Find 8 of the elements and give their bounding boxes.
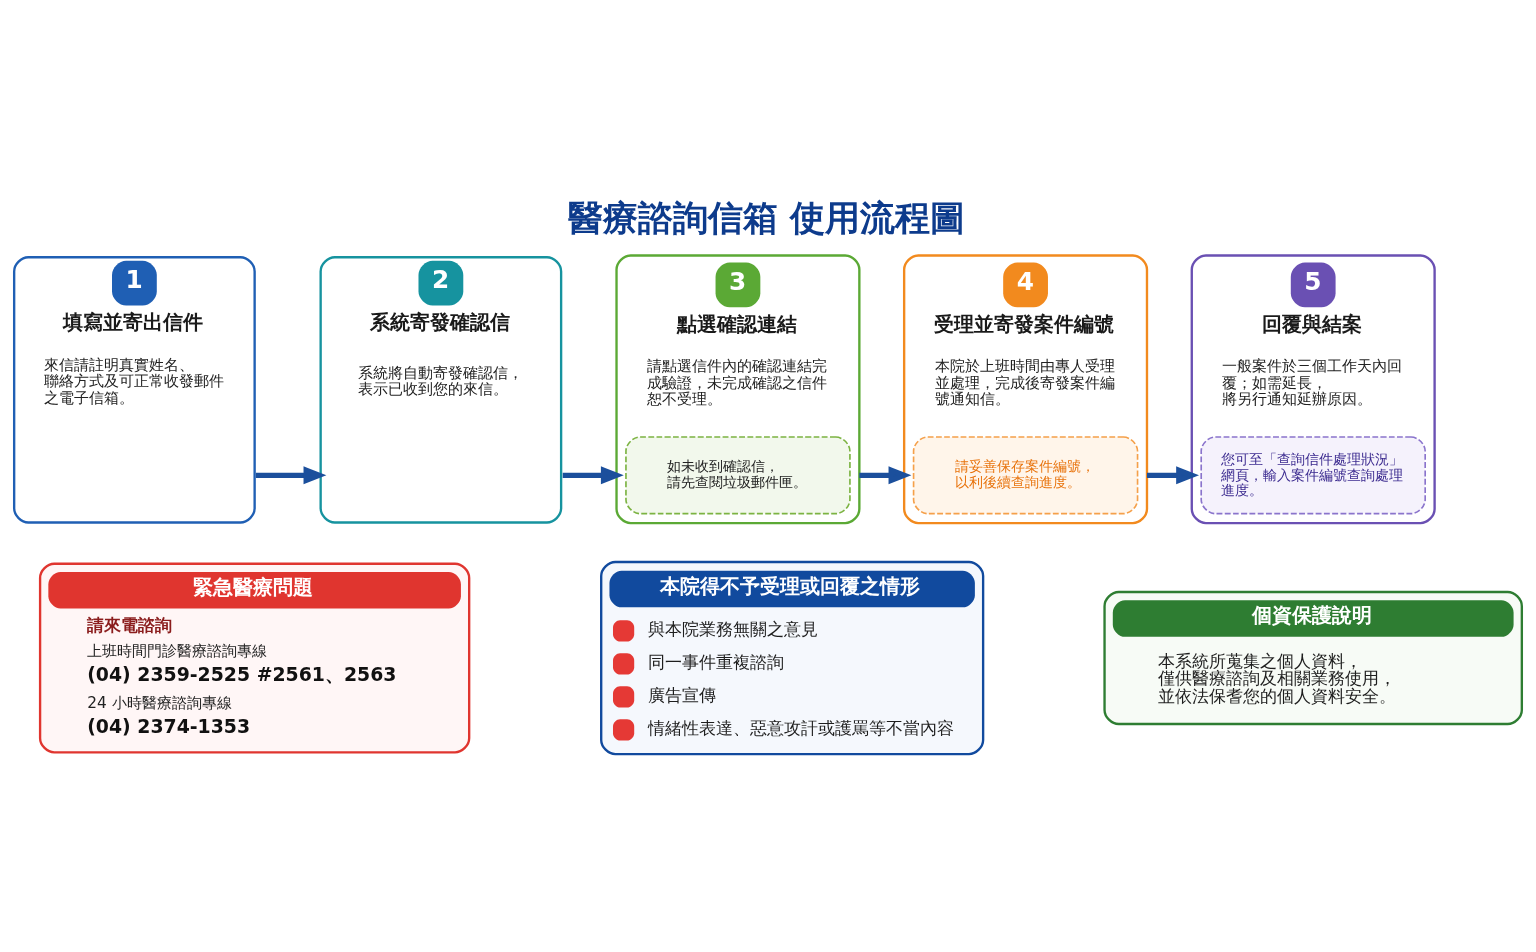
arrow (255, 465, 327, 484)
arrow (1147, 465, 1199, 484)
arrow (562, 465, 624, 484)
arrow (859, 465, 912, 484)
node-box: 請妥善保存案件編號，以利後續查詢進度。 (912, 435, 1139, 514)
diagram-title: 醫療諮詢信箱 使用流程圖 (567, 196, 965, 238)
node-box: 您可至「查詢信件處理狀況」網頁，輸入案件編號查詢處理進度。 (1200, 435, 1426, 514)
node-box: 如未收到確認信，請先查閱垃圾郵件匣。 (625, 435, 851, 514)
